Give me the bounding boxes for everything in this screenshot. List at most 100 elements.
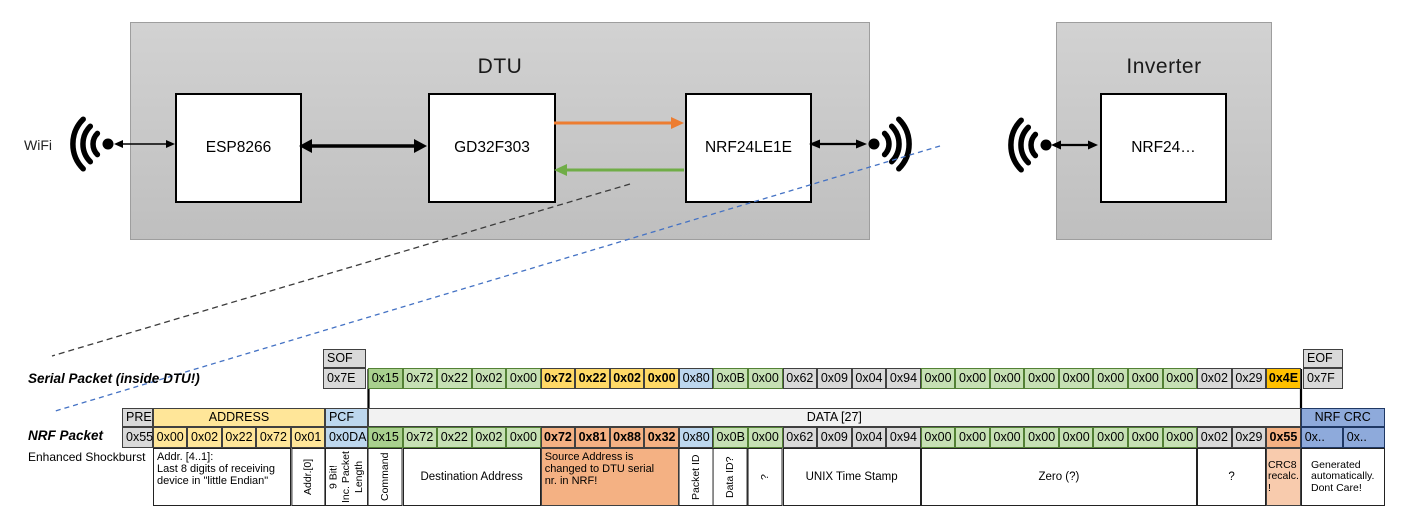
nrf-byte-cell: 0x.. bbox=[1342, 427, 1385, 448]
nrf-packet-label: NRF Packet bbox=[28, 428, 104, 443]
serial-byte-cell: 0x00 bbox=[1128, 368, 1163, 389]
serial-byte-cell: 0x15 bbox=[368, 368, 403, 389]
nrf-byte-cell: 0x01 bbox=[290, 427, 325, 448]
dtu-title: DTU bbox=[477, 55, 523, 78]
nrf-byte-cell: 0x00 bbox=[920, 427, 956, 448]
nrf-header-cell: PCF bbox=[324, 408, 368, 427]
serial-byte-cell: 0x02 bbox=[471, 368, 507, 389]
serial-byte-cell: 0x00 bbox=[506, 368, 541, 389]
nrf-byte-cell: 0x00 bbox=[989, 427, 1025, 448]
wifi-icon-inverter bbox=[1008, 117, 1052, 173]
serial-byte-cell: 0x00 bbox=[1058, 368, 1094, 389]
nrf-byte-cell: 0x.. bbox=[1300, 427, 1343, 448]
nrf-byte-cell: 0x00 bbox=[1162, 427, 1198, 448]
nrf-byte-cell: 0x00 bbox=[1058, 427, 1094, 448]
nrf-byte-cell: 0x0DA bbox=[324, 427, 368, 448]
serial-byte-cell: 0x22 bbox=[437, 368, 472, 389]
nrf-annotation-cell: ? bbox=[1197, 448, 1267, 506]
wifi-icon-dtu-right bbox=[868, 116, 912, 172]
gd32f303-box: GD32F303 bbox=[428, 93, 556, 203]
serial-byte-cell: 0x62 bbox=[782, 368, 818, 389]
nrf-byte-cell: 0x09 bbox=[817, 427, 852, 448]
sof-header-cell: SOF bbox=[323, 349, 366, 368]
nrf-annotation-cell: Addr. [4..1]: Last 8 digits of receiving… bbox=[153, 448, 291, 506]
nrf-header-cell: PRE bbox=[122, 408, 153, 427]
nrf-annotation-cell: Packet ID bbox=[678, 448, 714, 506]
nrf-byte-cell: 0x81 bbox=[575, 427, 610, 448]
wifi-label: WiFi bbox=[24, 137, 52, 153]
serial-byte-cell: 0x00 bbox=[644, 368, 679, 389]
serial-byte-cell: 0x09 bbox=[817, 368, 852, 389]
eof-header-cell: EOF bbox=[1303, 349, 1343, 368]
nrf-byte-cell: 0x00 bbox=[1127, 427, 1163, 448]
nrf-byte-cell: 0x00 bbox=[955, 427, 990, 448]
inverter-title: Inverter bbox=[1126, 55, 1202, 78]
nrf-byte-cell: 0x22 bbox=[437, 427, 472, 448]
nrf-annotation-cell: Addr.[0] bbox=[290, 448, 325, 506]
nrf-annotation-cell bbox=[122, 448, 153, 506]
serial-packet-label: Serial Packet (inside DTU!) bbox=[28, 371, 200, 386]
nrf-annotation-cell: CRC8 recalc. ! bbox=[1266, 448, 1301, 506]
serial-byte-cell: 0x04 bbox=[851, 368, 887, 389]
serial-byte-cell: 0x00 bbox=[748, 368, 783, 389]
nrf-header-cell: DATA [27] bbox=[367, 408, 1301, 427]
nrf-annotation-cell: Data ID? bbox=[713, 448, 748, 506]
inverter-nrf24-box: NRF24… bbox=[1100, 93, 1227, 203]
nrf-byte-cell: 0x00 bbox=[1093, 427, 1128, 448]
nrf-byte-cell: 0x72 bbox=[540, 427, 576, 448]
eof-block: EOF 0x7F bbox=[1303, 349, 1343, 389]
serial-byte-cell: 0x00 bbox=[989, 368, 1025, 389]
serial-byte-cell: 0x00 bbox=[920, 368, 956, 389]
nrf-byte-cell: 0x00 bbox=[153, 427, 188, 448]
nrf-annotation-cell: 9 Bit! Inc. Packet Length bbox=[324, 448, 368, 506]
eof-value-cell: 0x7F bbox=[1303, 368, 1343, 389]
nrf-byte-cell: 0x00 bbox=[506, 427, 541, 448]
nrf-byte-cell: 0x29 bbox=[1231, 427, 1267, 448]
nrf-byte-cell: 0x94 bbox=[886, 427, 921, 448]
nrf-byte-cell: 0x32 bbox=[644, 427, 679, 448]
serial-byte-cell: 0x02 bbox=[1197, 368, 1232, 389]
serial-byte-cell: 0x72 bbox=[540, 368, 576, 389]
serial-byte-cell: 0x00 bbox=[955, 368, 990, 389]
inverter-nrf24-label: NRF24… bbox=[1131, 139, 1196, 156]
nrf-byte-cell: 0x00 bbox=[747, 427, 783, 448]
serial-byte-cell: 0x94 bbox=[886, 368, 921, 389]
nrf-byte-cell: 0x62 bbox=[782, 427, 818, 448]
nrf-byte-cell: 0x02 bbox=[1197, 427, 1232, 448]
esp8266-box: ESP8266 bbox=[175, 93, 302, 203]
nrf-byte-cell: 0x22 bbox=[221, 427, 257, 448]
nrf-header-cell: NRF CRC bbox=[1300, 408, 1385, 427]
gd32f303-label: GD32F303 bbox=[454, 139, 530, 156]
nrf-byte-cell: 0x0B bbox=[713, 427, 748, 448]
nrf-byte-cell: 0x72 bbox=[256, 427, 291, 448]
nrf-annotation-cell: Zero (?) bbox=[920, 448, 1198, 506]
nrf-byte-cell: 0x15 bbox=[367, 427, 403, 448]
esp8266-label: ESP8266 bbox=[205, 139, 272, 156]
serial-byte-cell: 0x29 bbox=[1231, 368, 1267, 389]
inverter-group-box: Inverter bbox=[1056, 22, 1272, 240]
nrf-byte-cell: 0x55 bbox=[122, 427, 153, 448]
nrf-byte-cell: 0x00 bbox=[1024, 427, 1059, 448]
enhanced-shockburst-label: Enhanced Shockburst bbox=[28, 450, 146, 464]
nrf24le1e-box: NRF24LE1E bbox=[685, 93, 812, 203]
serial-byte-cell: 0x02 bbox=[609, 368, 645, 389]
nrf-byte-cell: 0x55 bbox=[1266, 427, 1301, 448]
nrf-byte-cell: 0x88 bbox=[609, 427, 645, 448]
serial-byte-cell: 0x72 bbox=[402, 368, 438, 389]
serial-byte-cell: 0x00 bbox=[1093, 368, 1129, 389]
serial-byte-cell: 0x00 bbox=[1162, 368, 1198, 389]
wifi-icon-dtu-left bbox=[70, 116, 114, 172]
serial-byte-cell: 0x80 bbox=[678, 368, 714, 389]
nrf-annotation-cell: Destination Address bbox=[402, 448, 541, 506]
serial-byte-cell: 0x22 bbox=[575, 368, 610, 389]
nrf-header-cell: ADDRESS bbox=[153, 408, 325, 427]
nrf24le1e-label: NRF24LE1E bbox=[704, 139, 792, 156]
sof-value-cell: 0x7E bbox=[323, 368, 366, 389]
nrf-annotation-cell: UNIX Time Stamp bbox=[782, 448, 921, 506]
nrf-annotation-cell: Command bbox=[367, 448, 403, 506]
nrf-byte-cell: 0x02 bbox=[471, 427, 507, 448]
nrf-byte-cell: 0x80 bbox=[678, 427, 714, 448]
